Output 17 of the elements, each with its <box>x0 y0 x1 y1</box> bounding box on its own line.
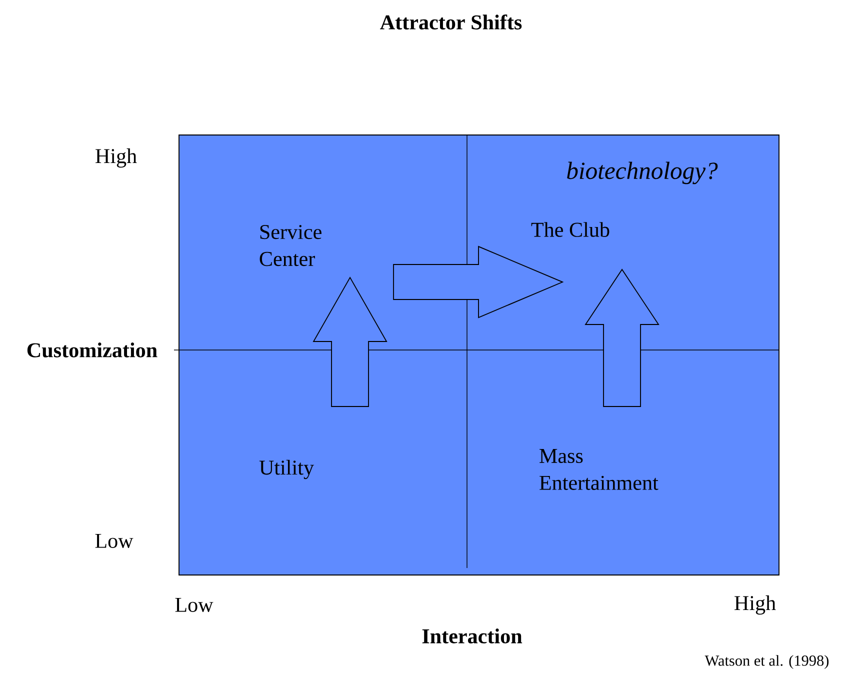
quadrant-label: Utility <box>259 460 314 480</box>
axis-label: Low <box>175 598 214 612</box>
title: Attractor Shifts <box>380 14 522 30</box>
axis-label: Low <box>95 534 134 548</box>
quadrant-grid <box>178 134 780 576</box>
axis-label: High <box>734 595 776 615</box>
axis-label: High <box>96 148 137 168</box>
source-note: Watson et al. (1998) <box>704 655 829 669</box>
quadrant-label: The Club <box>531 222 610 237</box>
axis-title: Customization <box>27 342 158 358</box>
quadrant-label: Mass Entertainment <box>540 449 658 490</box>
block-arrow <box>584 268 660 407</box>
quadrant-note: biotechnology? <box>567 162 718 184</box>
axis-title: Interaction <box>422 628 522 644</box>
block-arrow <box>393 246 564 318</box>
quadrant-label: Service Center <box>260 224 322 266</box>
block-arrow <box>312 276 388 407</box>
